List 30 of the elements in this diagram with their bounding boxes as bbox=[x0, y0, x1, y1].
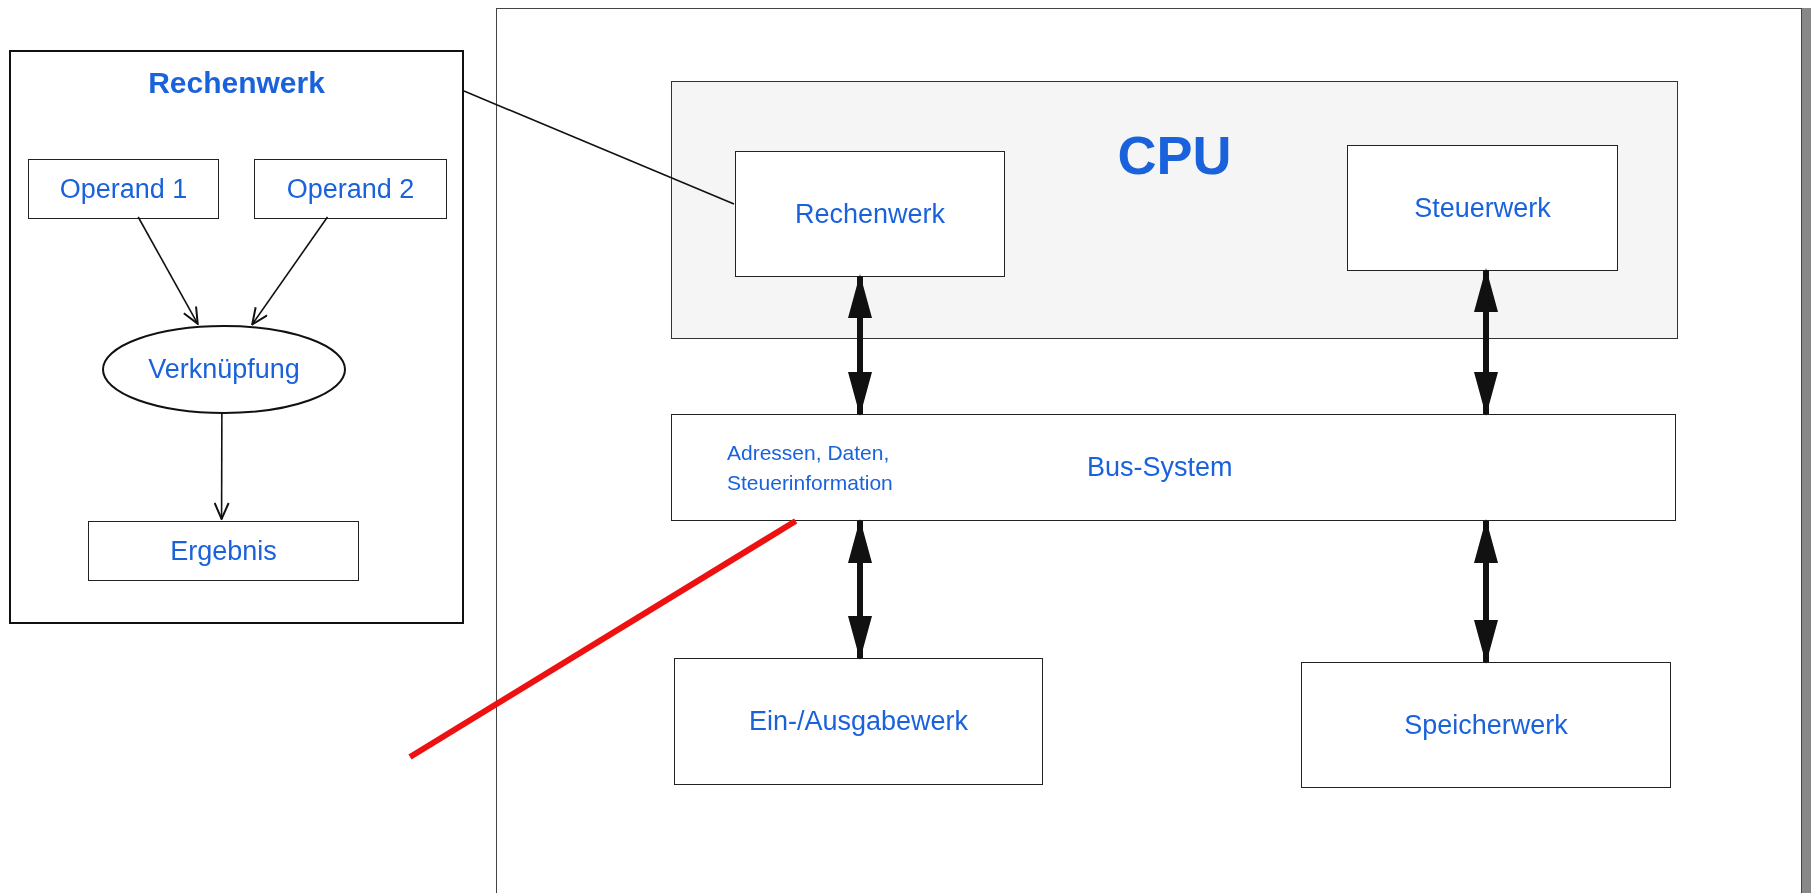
arrow bbox=[251, 216, 329, 326]
connector-line bbox=[463, 90, 735, 205]
process-box bbox=[1347, 145, 1618, 271]
node-label: Bus-System bbox=[1087, 452, 1233, 483]
node-label: Adressen, Daten, Steuerinformation bbox=[727, 440, 894, 496]
process-box bbox=[735, 151, 1005, 277]
node-label: Operand 1 bbox=[59, 173, 188, 205]
block-title: Rechenwerk bbox=[148, 66, 325, 100]
node-label: Operand 2 bbox=[286, 173, 415, 205]
process-box bbox=[1301, 662, 1671, 788]
node-label: Ein-/Ausgabewerk bbox=[748, 706, 969, 737]
node-label: Verknüpfung bbox=[148, 354, 300, 385]
double-arrow bbox=[1474, 519, 1498, 664]
arrow bbox=[213, 411, 230, 520]
node-label: Speicherwerk bbox=[1404, 709, 1568, 741]
process-box bbox=[254, 159, 447, 219]
double-arrow bbox=[1474, 268, 1498, 416]
node-label: Rechenwerk bbox=[794, 198, 946, 230]
arrow bbox=[137, 216, 199, 325]
block-title: CPU bbox=[1117, 124, 1232, 186]
bus-box bbox=[671, 414, 1676, 521]
node-label: Steuerwerk bbox=[1414, 192, 1551, 224]
cpu-block bbox=[671, 81, 1678, 339]
double-arrow bbox=[848, 519, 872, 660]
node-label: Ergebnis bbox=[170, 535, 277, 567]
detail-panel bbox=[9, 50, 464, 624]
double-arrow bbox=[848, 274, 872, 416]
process-box bbox=[88, 521, 359, 581]
process-box bbox=[28, 159, 219, 219]
process-box bbox=[674, 658, 1043, 785]
